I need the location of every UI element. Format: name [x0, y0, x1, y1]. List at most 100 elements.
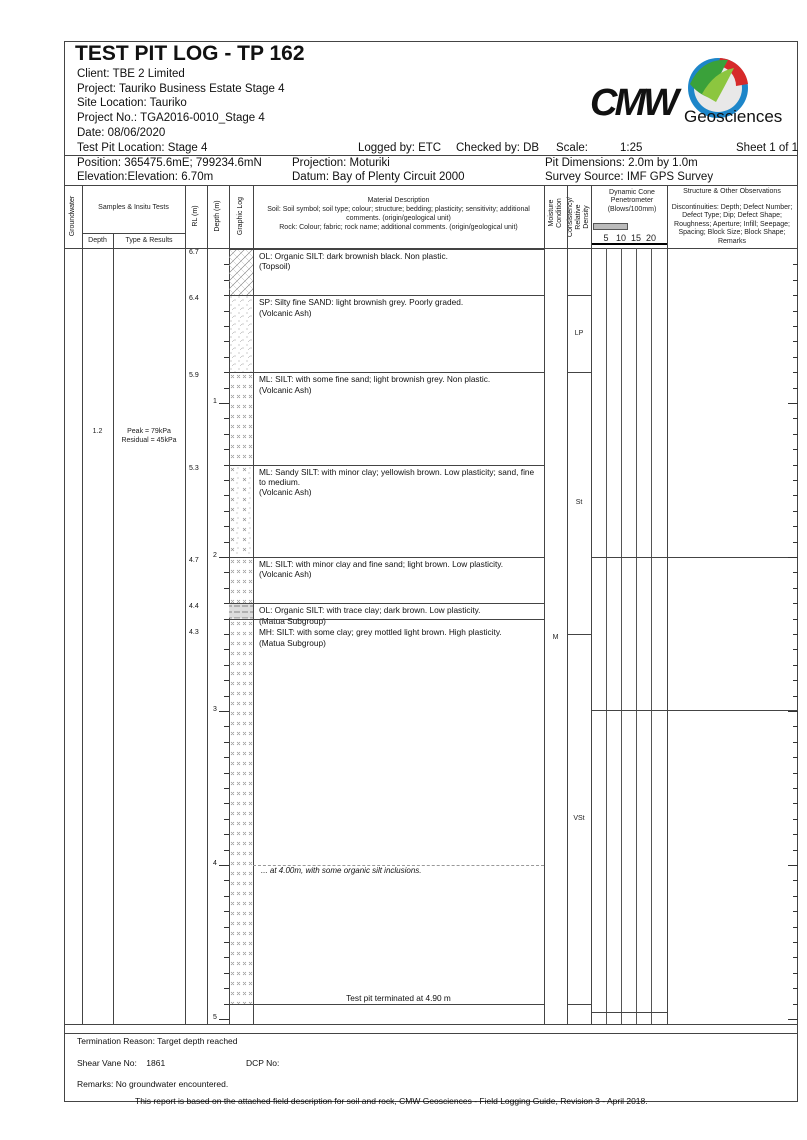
depth-tick — [219, 1019, 229, 1020]
annotation-text: ... at 4.00m, with some organic silt inc… — [261, 866, 422, 875]
pit-dimensions: Pit Dimensions: 2.0m by 1.0m — [545, 157, 698, 169]
depth-tick — [224, 541, 229, 543]
layer-unit: (Volcanic Ash) — [259, 307, 312, 318]
scale-tick — [793, 449, 798, 451]
col-moisture: Moisture Condition — [547, 198, 563, 228]
scale-tick — [793, 680, 798, 682]
depth-tick — [224, 433, 229, 435]
graphic-log-topsoil — [229, 249, 253, 296]
row-divider — [591, 557, 797, 558]
sheet-number: Sheet 1 of 1 — [736, 142, 799, 154]
scale-tick — [793, 510, 798, 512]
dcp-tick-label: 10 — [615, 233, 626, 243]
depth-tick — [224, 741, 229, 743]
scale-tick — [793, 587, 798, 589]
col-graphic-log: Graphic Log — [236, 196, 244, 236]
layer-description: ML: Sandy SILT: with minor clay; yellowi… — [259, 467, 539, 498]
client: Client: TBE 2 Limited — [77, 68, 185, 80]
depth-tick — [224, 618, 229, 620]
depth-tick — [224, 634, 229, 635]
datum: Datum: Bay of Plenty Circuit 2000 — [292, 171, 465, 183]
scale-label: Scale: — [556, 142, 588, 154]
column-divider — [185, 185, 186, 1024]
scale-tick — [793, 695, 798, 697]
dcp-gridline — [621, 248, 622, 1024]
depth-tick — [224, 495, 229, 497]
depth-tick — [224, 757, 229, 759]
depth-tick — [224, 341, 229, 343]
cmw-logo: CMW Geosciences — [590, 54, 790, 134]
scale-tick — [793, 726, 798, 728]
checked-by: Checked by: DB — [456, 142, 540, 154]
column-divider — [253, 185, 254, 1024]
scale-tick — [793, 788, 798, 789]
scale-tick — [793, 572, 798, 574]
scale-tick — [793, 603, 798, 605]
scale-tick — [793, 264, 798, 266]
layer-description: OL: Organic SILT: dark brownish black. N… — [259, 251, 539, 272]
scale-tick — [788, 1019, 798, 1020]
layer-text: ML: SILT: with some fine sand; light bro… — [259, 374, 491, 385]
depth-tick — [224, 480, 229, 481]
depth-label: 5 — [213, 1014, 217, 1021]
depth-tick — [224, 649, 229, 651]
consistency-divider — [567, 634, 591, 635]
consistency-divider — [567, 295, 591, 297]
scale-tick — [793, 772, 798, 774]
layer-description: OL: Organic SILT: with trace clay; dark … — [259, 605, 539, 626]
scale-value: 1:25 — [620, 142, 643, 154]
scale-tick — [793, 480, 798, 481]
site-location: Site Location: Tauriko — [77, 97, 187, 109]
shear-vane-number: Shear Vane No: 1861 — [77, 1058, 166, 1068]
report-note: This report is based on the attached fie… — [135, 1096, 648, 1106]
depth-tick — [224, 326, 229, 327]
project-number: Project No.: TGA2016-0010_Stage 4 — [77, 112, 265, 124]
col-type-results: Type & Results — [125, 237, 173, 244]
depth-tick — [224, 464, 229, 466]
scale-tick — [788, 711, 798, 712]
depth-tick — [224, 310, 229, 312]
layer-text: OL: Organic SILT: dark brownish black. N… — [259, 251, 448, 261]
col-structure-title: Structure & Other Observations — [683, 188, 781, 195]
consistency-divider — [567, 372, 591, 374]
test-pit-location: Test Pit Location: Stage 4 — [77, 142, 208, 154]
scale-tick — [793, 649, 798, 651]
layer-boundary — [229, 464, 544, 466]
graphic-log-silt — [229, 372, 253, 465]
scale-tick — [793, 618, 798, 620]
scale-tick — [793, 526, 798, 528]
depth-tick — [224, 911, 229, 913]
depth-label: 1 — [213, 398, 217, 405]
col-material-header: Material Description Soil: Soil symbol; … — [256, 197, 541, 234]
layer-boundary — [229, 557, 544, 558]
scale-tick — [788, 557, 798, 558]
consistency-value: LP — [574, 329, 584, 337]
depth-tick — [219, 557, 229, 558]
consistency-value: St — [575, 499, 583, 507]
layer-boundary — [229, 249, 544, 250]
layer-description: MH: SILT: with some clay; grey mottled l… — [259, 627, 539, 648]
column-divider — [567, 185, 568, 1024]
column-divider — [591, 185, 592, 1024]
log-frame — [64, 41, 798, 1102]
scale-tick — [793, 834, 798, 836]
graphic-log-silt — [229, 557, 253, 604]
scale-tick — [793, 279, 798, 281]
dcp-gridline — [606, 248, 607, 1024]
scale-tick — [788, 865, 798, 866]
layer-unit: (Volcanic Ash) — [259, 569, 312, 580]
project: Project: Tauriko Business Estate Stage 4 — [77, 83, 285, 95]
rl-value: 4.7 — [189, 557, 199, 564]
col-structure-body: Discontinuities: Depth; Defect Number; D… — [671, 204, 793, 245]
scale-tick — [793, 387, 798, 389]
depth-tick — [224, 526, 229, 528]
layer-unit: (Volcanic Ash) — [259, 384, 312, 395]
col-material-title: Material Description — [367, 197, 430, 204]
column-divider — [113, 233, 114, 1024]
col-material-rock: Rock: Colour; fabric; rock name; additio… — [279, 224, 518, 232]
layer-unit: (Volcanic Ash) — [259, 487, 312, 498]
logo-text: CMW — [590, 82, 679, 124]
depth-label: 3 — [213, 706, 217, 713]
column-divider — [667, 185, 668, 1024]
logo-subtext: Geosciences — [684, 107, 783, 126]
